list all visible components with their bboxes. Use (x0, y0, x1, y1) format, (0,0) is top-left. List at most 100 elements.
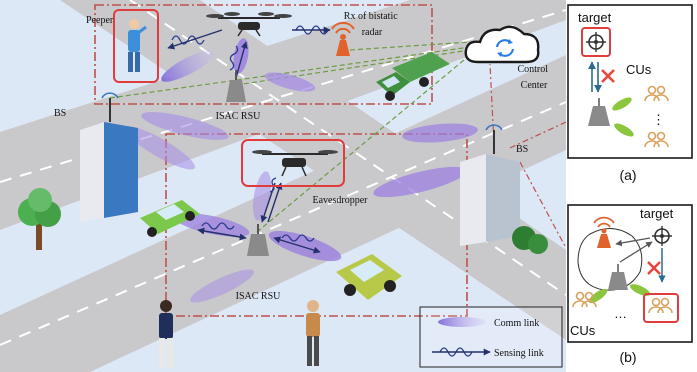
panel-b-rx-wave-1 (597, 222, 611, 228)
cub1-body-a (572, 300, 588, 308)
rx-bistatic-radar: Rx of bistatic radar (331, 11, 400, 56)
panel-a-rsu (588, 98, 610, 126)
rsu-bottom-control-link (256, 54, 471, 233)
drone-top (206, 12, 292, 37)
sensing-wave-car-left (201, 222, 235, 230)
peeper-arm (137, 25, 147, 35)
drone-top-body (238, 22, 260, 30)
control-links (109, 41, 567, 249)
rsu-bottom-label: ISAC RSU (236, 291, 282, 302)
cub2-body-b (657, 306, 673, 314)
person-left (159, 300, 173, 368)
tree-left-crown-3 (28, 188, 52, 212)
isac-rsu-bottom: ISAC RSU (236, 224, 282, 302)
bs-left-building-front (80, 122, 104, 222)
antenna-signal-icon (336, 40, 350, 56)
control-center: Control Center (464, 25, 550, 91)
person-right (306, 300, 320, 366)
cub2-head-a (651, 297, 661, 307)
sync-arrowhead-1 (508, 39, 513, 44)
cub2-head-b (660, 297, 670, 307)
legend-sensing-label: Sensing link (494, 348, 544, 359)
panel-b-rsu-base (608, 272, 628, 290)
to-panel-b-link (519, 161, 567, 249)
tree-left-trunk (36, 220, 42, 250)
truck-wheel-2 (419, 77, 429, 87)
rsu-bottom-base (247, 234, 269, 256)
legend: Comm link Sensing link (419, 306, 563, 368)
eaves-rotor-1 (252, 150, 272, 154)
person-left-leg-2 (167, 338, 173, 368)
peeper: Peeper (86, 9, 159, 83)
panel-b-beam-left (588, 288, 608, 304)
person-left-head (160, 300, 172, 312)
road-diagonal-c (60, 0, 566, 340)
panel-a-beam-1 (612, 97, 632, 111)
eavesdropper: Eavesdropper (241, 139, 369, 206)
panel-a-caption: (a) (619, 167, 636, 183)
eaves-leg-2 (301, 166, 307, 177)
rx-antenna-wave-2 (331, 22, 355, 30)
sensing-arrow-car-right (273, 236, 321, 254)
bs-right-control-link (489, 63, 495, 145)
sensing-arrow-drone-peeper (167, 29, 223, 50)
eaves-drone-body (282, 158, 306, 167)
sensing-arrow-rsu-drone (235, 41, 248, 79)
bs-right-tree-2 (528, 234, 548, 254)
cu2-head-a (647, 131, 657, 141)
truck-green (376, 52, 450, 101)
beam-bs-right-1 (402, 123, 478, 143)
beam-rsu-top-right (264, 72, 316, 92)
panel-a-beam-2 (614, 123, 634, 137)
cu1-head-a (647, 85, 657, 95)
truck-bed (392, 52, 450, 82)
target-crosshair-icon-b (652, 226, 672, 246)
peeper-label: Peeper (86, 15, 114, 26)
block-x-icon (601, 69, 615, 83)
bs-left-signal-icon (101, 92, 119, 99)
panel-b-cu-highlight-box (643, 293, 679, 323)
cu1-head-b (656, 85, 666, 95)
beam-rsu-bottom-down-left (190, 269, 254, 303)
legend-comm-beam (438, 317, 486, 327)
user-group-icon-2 (644, 131, 669, 148)
car-right-wheel-1 (344, 284, 356, 296)
antenna-signal-icon-b (597, 234, 611, 248)
cu2-body-b (653, 140, 669, 148)
to-panel-a-link (509, 121, 567, 149)
panel-b-ellipsis: … (614, 306, 627, 321)
panel-b-arrow-to-target (619, 241, 653, 263)
lane-marking-c (129, 0, 567, 296)
panel-b-rx-antenna (593, 216, 615, 248)
peeper-body (128, 30, 140, 52)
bs-right-signal-icon (485, 124, 503, 131)
rx-antenna-dot (340, 34, 346, 40)
drone-top-rotor-3 (224, 12, 240, 16)
control-center-label: Control Center (517, 64, 550, 91)
eaves-leg-1 (281, 166, 287, 177)
sync-arrowhead-2 (497, 52, 502, 57)
panel-b-target-label: target (640, 206, 674, 221)
rsu-top-base (226, 80, 246, 102)
bs-right-label: BS (516, 144, 528, 155)
peeper-highlight-box (113, 9, 159, 83)
peeper-leg-left (128, 52, 133, 72)
beam-bs-left-2 (125, 126, 195, 170)
rsu-top-label: ISAC RSU (216, 111, 262, 122)
bs-left-label: BS (54, 108, 66, 119)
eavesdropper-label: Eavesdropper (313, 195, 369, 206)
car-left-wheel-1 (147, 227, 157, 237)
car-left (140, 200, 200, 237)
bs-left-control-link (109, 46, 471, 99)
cu2-head-b (656, 131, 666, 141)
car-right-window (350, 260, 384, 282)
bs-left-building-side (104, 122, 138, 218)
user-group-icon-b1 (572, 291, 597, 308)
cub2-body-a (648, 306, 664, 314)
sensing-wave-car-right (281, 234, 315, 242)
cub1-head-b (584, 291, 594, 301)
rx-bistatic-label: Rx of bistatic radar (344, 11, 400, 38)
user-group-icon (644, 85, 669, 102)
drone-top-rotor-1 (206, 14, 224, 18)
isac-rsu-top: ISAC RSU (216, 70, 262, 122)
